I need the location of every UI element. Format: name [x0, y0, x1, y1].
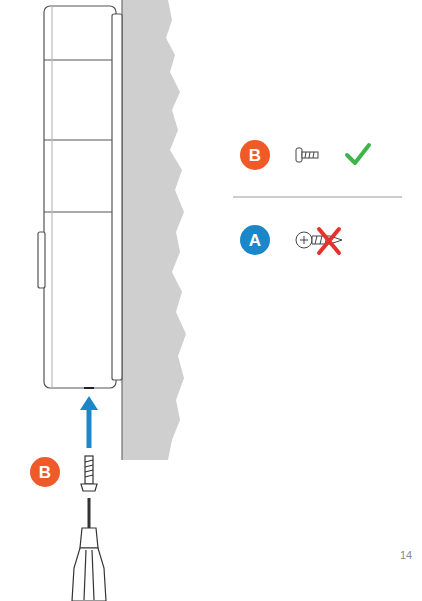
doorbell-device: [38, 6, 122, 388]
screw-b: [81, 456, 97, 491]
machine-screw-icon: [296, 148, 318, 162]
callout-circle: B: [240, 140, 270, 170]
callout-letter: B: [39, 464, 51, 481]
screwdriver: [72, 498, 106, 601]
insert-arrow: [80, 396, 98, 448]
callout-circle: A: [240, 225, 270, 255]
page-number: 14: [400, 549, 412, 561]
callout-circle: B: [30, 457, 60, 487]
callout-letter: A: [249, 232, 261, 249]
callout-letter: B: [249, 147, 261, 164]
check-mark: [347, 145, 369, 163]
x-mark: [319, 229, 339, 253]
wall: [122, 0, 186, 460]
divider: [233, 197, 402, 198]
